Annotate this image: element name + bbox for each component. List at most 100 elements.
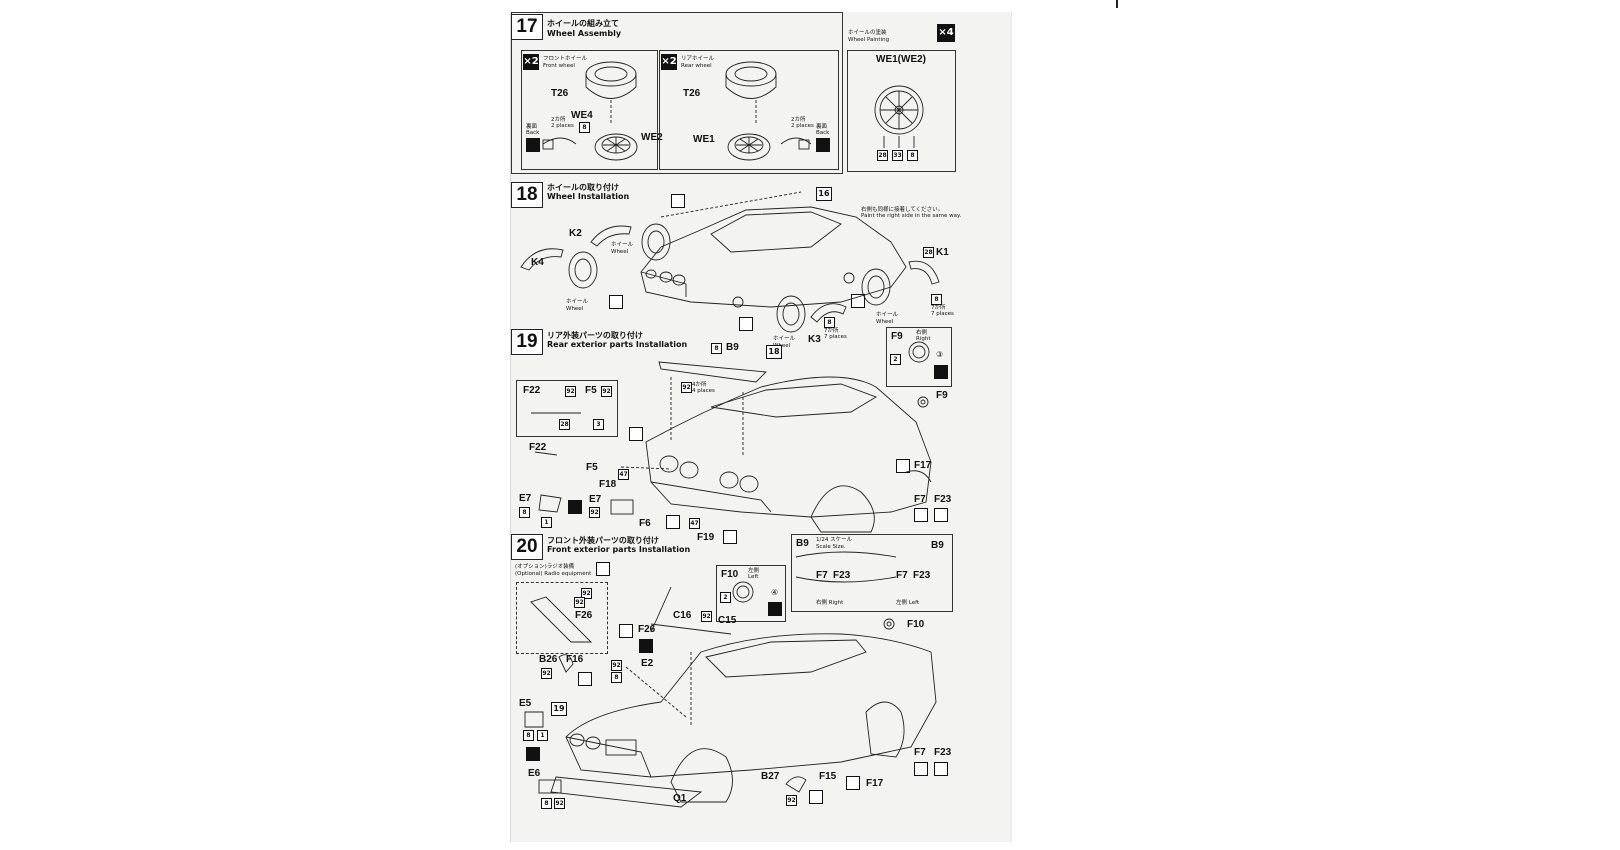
paint-92-c16: 92 (701, 611, 712, 622)
inset-left-en: Left (748, 574, 759, 580)
f9-right-inset (886, 327, 952, 387)
back-jp-rear: 裏面 (816, 124, 828, 130)
wheel-painting-part: WE1(WE2) (876, 54, 926, 65)
wheel-label-jp-3: ホイール (773, 336, 796, 342)
inset-f9: F9 (891, 331, 903, 342)
badge-8-we4: 8 (579, 122, 590, 133)
label-k4: K4 (531, 257, 544, 268)
paint-8-e6: 8 (541, 798, 552, 809)
wheel-label-en-1: Wheel (611, 249, 629, 255)
rear-wheel-multiplier: ×2 (661, 54, 677, 70)
glue-icon-f16 (578, 672, 592, 686)
glue-icon-1 (671, 194, 685, 208)
label-k3: K3 (808, 334, 821, 345)
label-f17-front: F17 (866, 778, 884, 789)
step-20-title-jp: フロント外装パーツの取り付け (547, 536, 659, 545)
scale-b9-left: B9 (796, 538, 809, 549)
glue-icon-f7 (914, 508, 928, 522)
seven-places-jp-k3: 7か所 (824, 328, 839, 334)
back-view-icon-rear (816, 138, 830, 152)
step-1-e7: 1 (541, 517, 552, 528)
optional-icon (596, 562, 610, 576)
label-f23-front: F23 (934, 747, 952, 758)
four-places-en: 4 places (692, 388, 715, 394)
seven-places-en-k1: 7 places (931, 311, 954, 317)
wheel-painting-en: Wheel Painting (848, 37, 890, 43)
paint-8-k3: 8 (824, 317, 835, 328)
inset-right-en: Right (916, 336, 931, 342)
label-we2: WE2 (641, 132, 663, 143)
glue-icon-2 (609, 295, 623, 309)
step-19-number: 19 (511, 329, 543, 355)
step-20-car-drawing (524, 551, 937, 808)
inset-left-jp: 左側 (748, 568, 760, 574)
step-20-title-en: Front exterior parts Installation (547, 545, 691, 554)
scale-size-inset (791, 534, 953, 612)
step-18-car-drawing (520, 191, 940, 333)
star-icon-f9 (934, 365, 948, 379)
glue-icon-f17 (896, 459, 910, 473)
assembly-line-art (520, 61, 940, 808)
step-19-title-jp: リア外装パーツの取り付け (547, 331, 643, 340)
two-places-en-front: 2 places (551, 123, 574, 129)
label-f15: F15 (819, 771, 837, 782)
step-19-car-drawing (531, 341, 932, 533)
radio-option-jp: (オプション)ラジオ装備 (515, 564, 575, 570)
scale-right-label: 右側 Right (816, 600, 844, 606)
step-20-number: 20 (511, 534, 543, 560)
step-18-note-jp: 右側も同様に接着してください。 (861, 207, 944, 213)
rear-emblem-inset (516, 380, 618, 437)
step-17-number: 17 (511, 14, 543, 40)
glue-icon-f19 (723, 530, 737, 544)
label-e2: E2 (641, 658, 654, 669)
glue-icon-3 (739, 317, 753, 331)
label-f17: F17 (914, 460, 932, 471)
label-e7-a: E7 (519, 493, 532, 504)
inset-decal-4: ④ (771, 588, 779, 597)
page-edge-mark (1116, 0, 1118, 8)
paint-28-k1: 28 (923, 247, 934, 258)
inset-f10: F10 (721, 569, 739, 580)
paint-92-b27: 92 (786, 795, 797, 806)
paint-8-e5: 8 (523, 730, 534, 741)
paint-92-e2: 92 (611, 660, 622, 671)
glue-icon-f23-front (934, 762, 948, 776)
inset-28: 28 (559, 419, 570, 430)
step-17-frame (511, 12, 843, 174)
star-icon-f10 (768, 602, 782, 616)
paint-code-28: 28 (877, 150, 888, 161)
ref-step-16: 16 (816, 187, 832, 201)
seven-places-en-k3: 7 places (824, 334, 847, 340)
ref-step-19: 19 (551, 702, 567, 716)
label-f9: F9 (936, 390, 948, 401)
label-b26: B26 (539, 654, 558, 665)
back-en-front: Back (526, 130, 540, 136)
inset-decal-3: ③ (936, 350, 944, 359)
paint-92-e6: 92 (554, 798, 565, 809)
f10-left-inset (716, 565, 786, 622)
rear-wheel-box (659, 50, 839, 170)
glue-icon-f26 (619, 624, 633, 638)
label-b9: B9 (726, 342, 739, 353)
label-b27: B27 (761, 771, 780, 782)
step-17-title-jp: ホイールの組み立て (547, 19, 619, 28)
inset-2: 2 (890, 354, 901, 365)
scale-b9-right: B9 (931, 540, 944, 551)
label-f19: F19 (697, 532, 715, 543)
rear-wheel-jp: リアホイール (681, 56, 715, 62)
glue-icon-f6 (666, 515, 680, 529)
label-f26: F26 (638, 624, 656, 635)
step-18-note-en: Paint the right side in the same way. (861, 213, 962, 219)
rear-wheel-en: Rear wheel (681, 63, 712, 69)
wheel-label-jp-4: ホイール (876, 312, 899, 318)
step-18-number: 18 (511, 182, 543, 208)
scale-en: Scale Size. (816, 544, 846, 550)
step-18-title-jp: ホイールの取り付け (547, 183, 619, 192)
label-we4: WE4 (571, 110, 593, 121)
wheel-label-jp-1: ホイール (611, 242, 634, 248)
arrow-icon-e7 (568, 500, 582, 514)
label-e6: E6 (528, 768, 541, 779)
arrow-up-icon-f26 (639, 639, 653, 653)
label-f23: F23 (934, 494, 952, 505)
wheel-painting-multiplier: ×4 (937, 24, 955, 42)
